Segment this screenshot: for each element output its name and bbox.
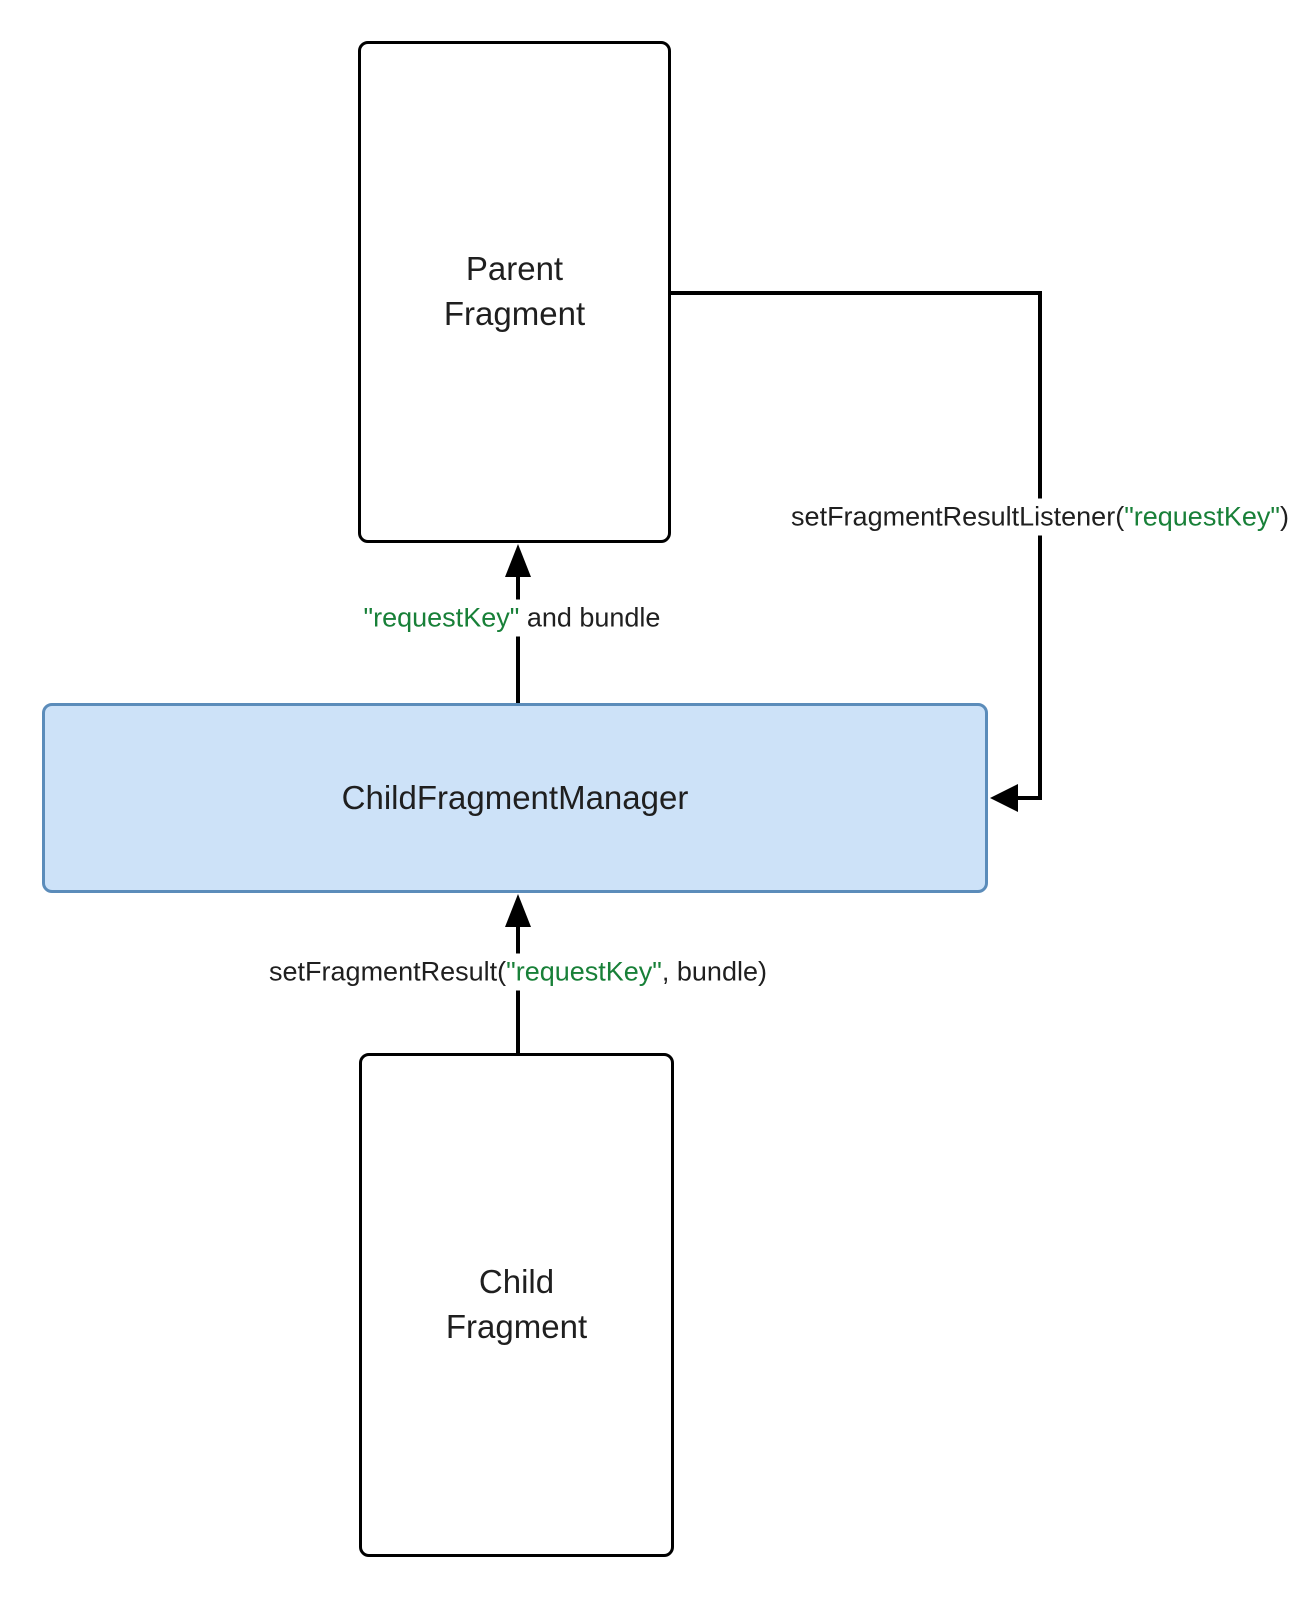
child-fragment-manager-node: ChildFragmentManager	[42, 703, 988, 893]
label-part-suffix: and bundle	[519, 602, 661, 633]
label-set-fragment-result: setFragmentResult("requestKey", bundle)	[261, 953, 775, 991]
child-fragment-label: Child Fragment	[445, 1263, 588, 1345]
child-fragment-node: Child Fragment	[359, 1053, 674, 1557]
request-key-literal: "requestKey"	[363, 602, 520, 633]
arrow-manager-to-parent	[505, 544, 531, 703]
request-key-literal: "requestKey"	[506, 956, 662, 987]
label-part-prefix: setFragmentResultListener(	[791, 501, 1125, 532]
child-fragment-manager-label: ChildFragmentManager	[341, 778, 689, 816]
parent-fragment-label: Parent Fragment	[443, 250, 586, 332]
label-requestkey-and-bundle: "requestKey" and bundle	[355, 599, 669, 637]
request-key-literal: "requestKey"	[1124, 501, 1280, 532]
label-part-suffix: , bundle)	[661, 956, 767, 987]
label-part-suffix: )	[1279, 501, 1289, 532]
arrow-parent-to-manager	[671, 291, 1042, 812]
parent-fragment-node: Parent Fragment	[358, 41, 671, 543]
label-part-prefix: setFragmentResult(	[269, 956, 507, 987]
label-set-fragment-result-listener: setFragmentResultListener("requestKey")	[783, 498, 1297, 536]
